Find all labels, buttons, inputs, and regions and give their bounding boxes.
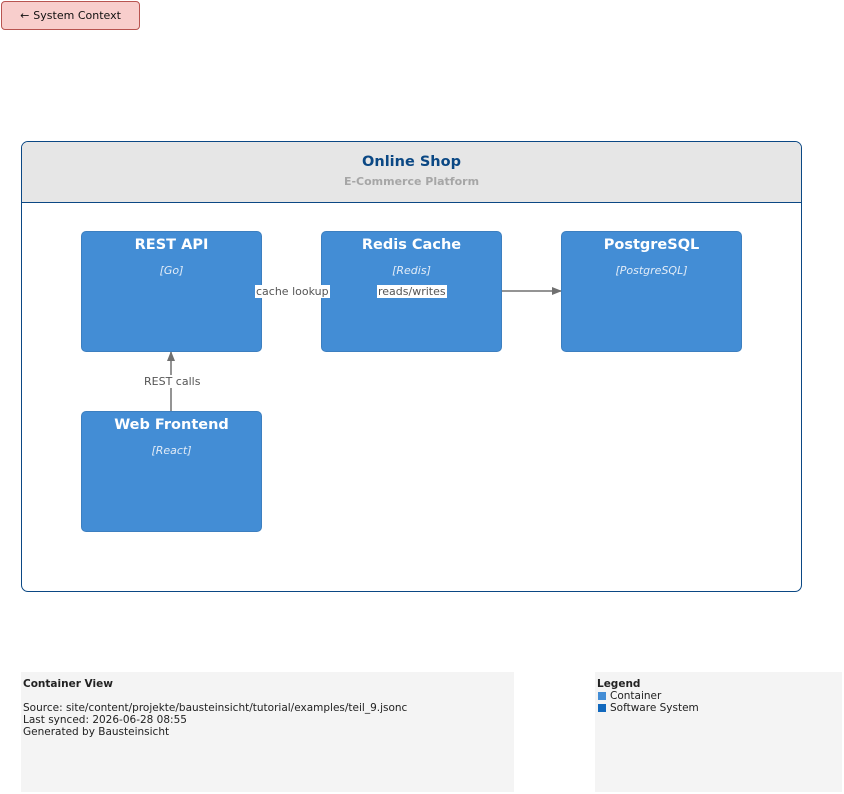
view-generator: Generated by Bausteinsicht [23, 726, 170, 738]
boundary-title: Online Shop [362, 154, 461, 170]
edge-label-rest-calls: REST calls [143, 375, 202, 388]
boundary-header: Online Shop E-Commerce Platform [22, 142, 801, 203]
container-name: Web Frontend [114, 417, 229, 433]
legend-label: Software System [610, 702, 699, 714]
legend-item-software-system: Software System [597, 702, 840, 714]
container-web-frontend[interactable]: Web Frontend [React] [81, 411, 262, 532]
legend-panel: Legend Container Software System [595, 672, 842, 792]
container-postgresql[interactable]: PostgreSQL [PostgreSQL] [561, 231, 742, 352]
container-rest-api[interactable]: REST API [Go] [81, 231, 262, 352]
container-technology: [Go] [159, 264, 184, 277]
container-name: REST API [134, 237, 209, 253]
legend-item-container: Container [597, 690, 840, 702]
legend-title: Legend [597, 678, 641, 690]
legend-swatch-container [598, 692, 606, 700]
container-technology: [Redis] [392, 264, 431, 277]
legend-label: Container [610, 690, 662, 702]
view-info-panel: Container View Source: site/content/proj… [21, 672, 514, 792]
back-button-label: System Context [33, 9, 121, 22]
view-last-synced: Last synced: 2026-06-28 08:55 [23, 714, 187, 726]
arrow-left-icon: ← [20, 9, 30, 22]
edge-label-cache-lookup: cache lookup [255, 285, 330, 298]
boundary-subtitle: E-Commerce Platform [343, 175, 480, 188]
view-source: Source: site/content/projekte/bausteinsi… [23, 702, 408, 714]
view-title: Container View [23, 678, 113, 690]
container-technology: [React] [151, 444, 192, 457]
back-to-system-context-button[interactable]: ← System Context [1, 1, 140, 30]
container-technology: [PostgreSQL] [615, 264, 688, 277]
legend-swatch-software-system [598, 704, 606, 712]
edge-label-reads-writes: reads/writes [377, 285, 447, 298]
container-name: Redis Cache [361, 237, 462, 253]
container-name: PostgreSQL [603, 237, 700, 253]
